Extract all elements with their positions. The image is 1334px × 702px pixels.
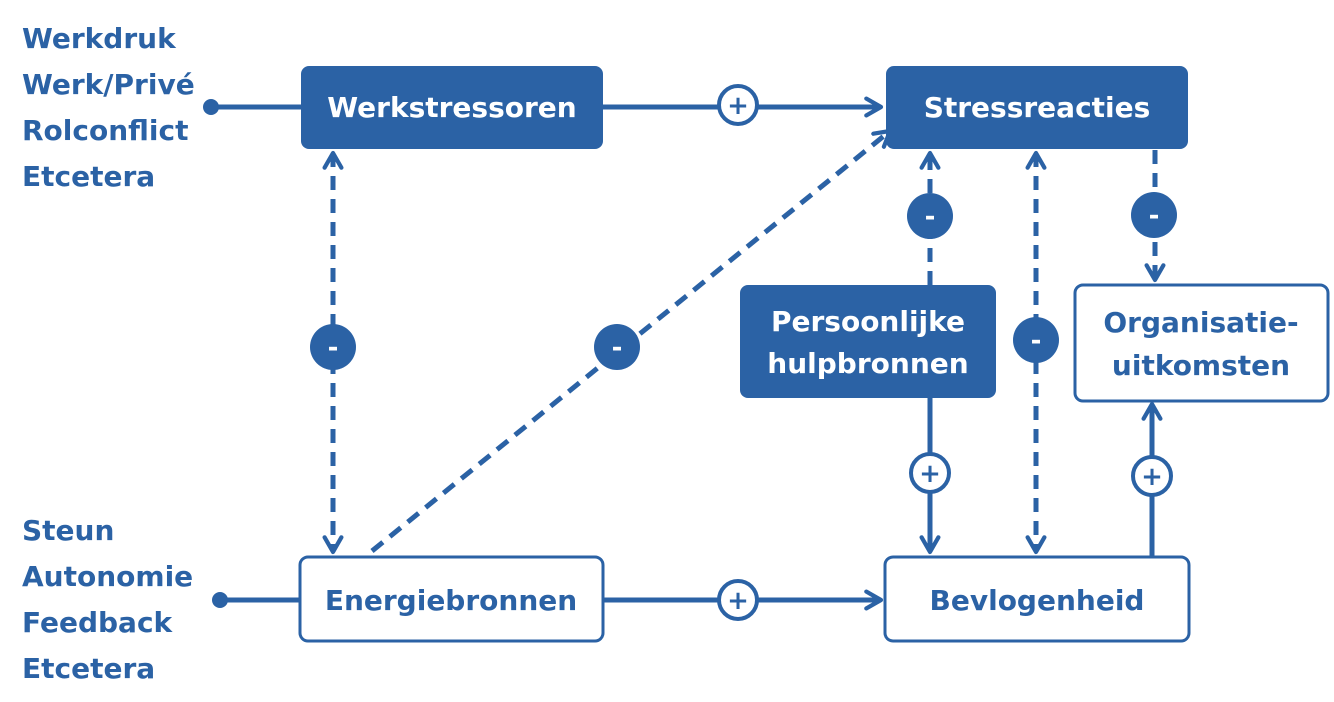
sign-persoonlijk-to-stress <box>907 193 953 239</box>
node-persoonlijke-label-2: hulpbronnen <box>767 347 968 380</box>
sign-energie-to-bevlogen <box>717 579 759 621</box>
node-persoonlijke-label-1: Persoonlijke <box>771 305 965 338</box>
left-connectors <box>203 99 301 608</box>
label-feedback: Feedback <box>22 606 174 639</box>
left-labels-top: Werkdruk Werk/Privé Rolconflict Etcetera <box>22 22 195 193</box>
label-rolconflict: Rolconflict <box>22 114 189 147</box>
sign-werk-to-stress-label: + <box>727 91 749 121</box>
label-autonomie: Autonomie <box>22 560 193 593</box>
node-bevlogenheid <box>883 555 1191 643</box>
sign-energie-to-stress <box>594 324 640 370</box>
left-labels-bottom: Steun Autonomie Feedback Etcetera <box>22 514 193 685</box>
sign-bevlogen-to-organisatie-label: + <box>1141 462 1163 492</box>
sign-stress-bevlogen-label: - <box>1031 326 1042 356</box>
node-werkstressoren-label: Werkstressoren <box>327 91 576 124</box>
sign-persoonlijk-to-stress-label: - <box>925 202 936 232</box>
signs: + + - - - - - + + <box>310 84 1177 621</box>
sign-stress-to-organisatie-label: - <box>1149 201 1160 231</box>
node-stressreacties-label: Stressreacties <box>924 91 1151 124</box>
label-steun: Steun <box>22 514 114 547</box>
node-organisatie-label-1: Organisatie- <box>1103 306 1298 339</box>
label-werk-prive: Werk/Privé <box>22 68 195 101</box>
node-organisatie-uitkomsten <box>1073 283 1330 403</box>
sign-werk-to-stress <box>717 84 759 126</box>
node-energiebronnen <box>298 555 605 643</box>
node-stressreacties <box>886 66 1188 149</box>
sign-persoonlijk-to-bevlogen-label: + <box>919 459 941 489</box>
node-persoonlijke-hulpbronnen <box>740 285 996 398</box>
label-etcetera-top: Etcetera <box>22 160 155 193</box>
sign-werk-energie <box>310 324 356 370</box>
node-werkstressoren <box>301 66 603 149</box>
label-etcetera-bottom: Etcetera <box>22 652 155 685</box>
sign-persoonlijk-to-bevlogen <box>909 452 951 494</box>
nodes: Werkstressoren Stressreacties Persoonlij… <box>298 66 1330 643</box>
label-werkdruk: Werkdruk <box>22 22 177 55</box>
sign-bevlogen-to-organisatie <box>1131 455 1173 497</box>
sign-werk-energie-label: - <box>328 333 339 363</box>
node-organisatie-label-2: uitkomsten <box>1112 349 1290 382</box>
node-bevlogenheid-label: Bevlogenheid <box>930 584 1145 617</box>
sign-energie-to-stress-label: - <box>612 333 623 363</box>
sign-stress-bevlogen <box>1013 317 1059 363</box>
sign-energie-to-bevlogen-label: + <box>727 586 749 616</box>
sign-stress-to-organisatie <box>1131 192 1177 238</box>
node-energiebronnen-label: Energiebronnen <box>325 584 577 617</box>
